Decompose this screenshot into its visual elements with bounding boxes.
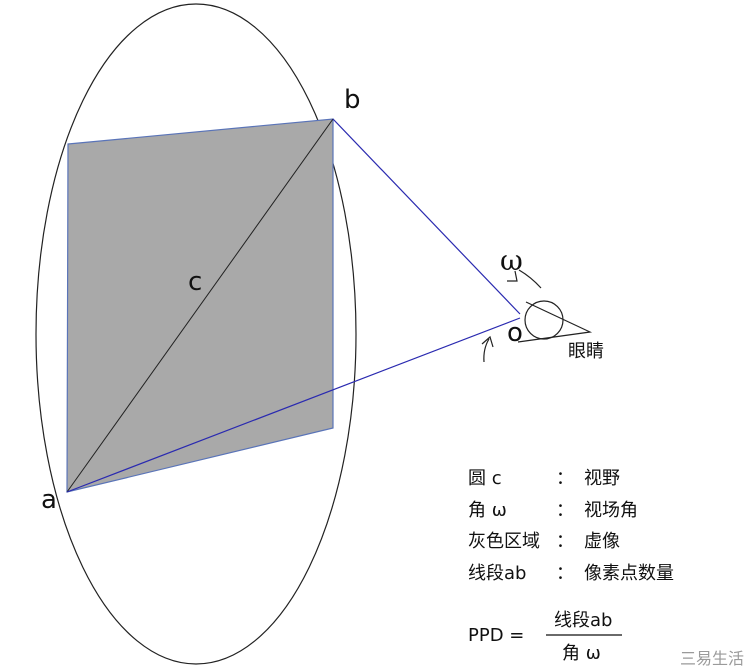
- formula-denominator: 角 ω: [562, 643, 601, 664]
- ray-to-a: [66, 317, 521, 493]
- legend-desc: 视野: [584, 468, 620, 489]
- legend-desc: 像素点数量: [584, 563, 674, 584]
- legend-term: 圆 c: [468, 468, 502, 489]
- legend-sep: ：: [556, 500, 574, 521]
- ppd-formula: PPD = 线段ab 角 ω: [468, 610, 622, 664]
- legend-term: 灰色区域: [468, 531, 540, 552]
- label-point-b: b: [344, 85, 361, 115]
- label-eye: 眼睛: [568, 341, 604, 362]
- legend-sep: ：: [556, 468, 574, 489]
- angle-arrow-upper: [507, 270, 518, 282]
- label-point-o: o: [507, 318, 523, 348]
- label-point-a: a: [41, 485, 57, 515]
- legend-sep: ：: [556, 531, 574, 552]
- legend-term: 线段ab: [468, 563, 526, 584]
- angle-arrow-lower: [481, 335, 494, 348]
- watermark-logo: 三易生活: [680, 649, 744, 668]
- legend-desc: 虚像: [584, 531, 620, 552]
- legend-term: 角 ω: [468, 500, 507, 521]
- angle-arc-upper: [518, 269, 542, 289]
- field-of-view-ellipse: [35, 3, 357, 665]
- eye-lid: [517, 301, 593, 343]
- legend-sep: ：: [556, 563, 574, 584]
- eye-ball: [524, 300, 564, 340]
- ray-to-b: [332, 118, 521, 315]
- formula-numerator: 线段ab: [554, 610, 612, 631]
- formula-lhs: PPD =: [468, 625, 524, 646]
- segment-ab: [66, 118, 334, 493]
- legend-desc: 视场角: [584, 500, 638, 521]
- angle-arc-lower: [483, 338, 490, 363]
- label-omega: ω: [500, 244, 523, 277]
- legend: 圆 c ： 视野 角 ω ： 视场角 灰色区域 ： 虚像 线段ab ： 像素点数…: [468, 468, 674, 584]
- label-point-c: c: [188, 267, 202, 297]
